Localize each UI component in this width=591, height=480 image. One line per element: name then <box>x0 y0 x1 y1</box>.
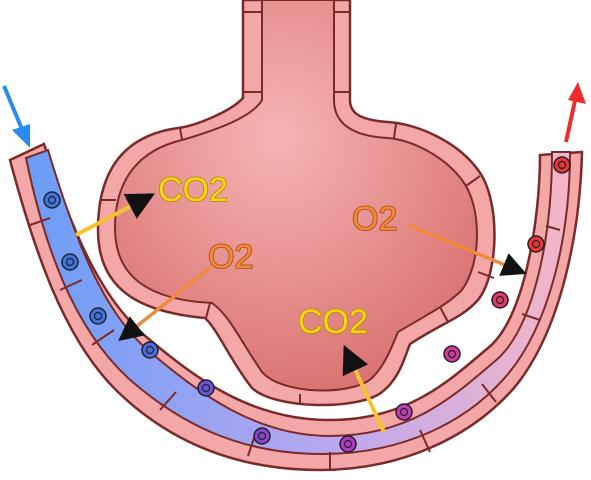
co2-label-upper: CO2 <box>158 171 228 209</box>
o2-label-upper: O2 <box>208 238 253 276</box>
o2-diffusion-arrow-right <box>407 223 527 276</box>
blood-outflow-arrow-icon <box>564 82 586 143</box>
co2-diffusion-arrow-upper <box>75 193 155 237</box>
red-blood-cell-icon <box>197 379 215 397</box>
blood-cells <box>43 156 571 453</box>
red-blood-cell-icon <box>61 253 79 271</box>
red-blood-cell-icon <box>43 191 61 209</box>
red-blood-cell-icon <box>527 235 545 253</box>
red-blood-cell-icon <box>253 427 271 445</box>
o2-label-right: O2 <box>352 200 397 238</box>
alveolus <box>113 0 478 392</box>
red-blood-cell-icon <box>443 345 461 363</box>
red-blood-cell-icon <box>339 435 357 453</box>
capillary-wall-segments <box>29 217 561 470</box>
red-blood-cell-icon <box>395 403 413 421</box>
red-blood-cell-icon <box>553 156 571 174</box>
capillary-lumen <box>24 148 572 456</box>
co2-diffusion-arrow-lower <box>342 344 386 433</box>
red-blood-cell-icon <box>491 291 509 309</box>
blood-inflow-arrow-icon <box>2 85 30 148</box>
alveolus-wall-segments <box>100 11 495 405</box>
red-blood-cell-icon <box>89 307 107 325</box>
co2-label-lower: CO2 <box>298 303 368 341</box>
red-blood-cell-icon <box>141 341 159 359</box>
o2-diffusion-arrow-upper <box>118 266 212 342</box>
